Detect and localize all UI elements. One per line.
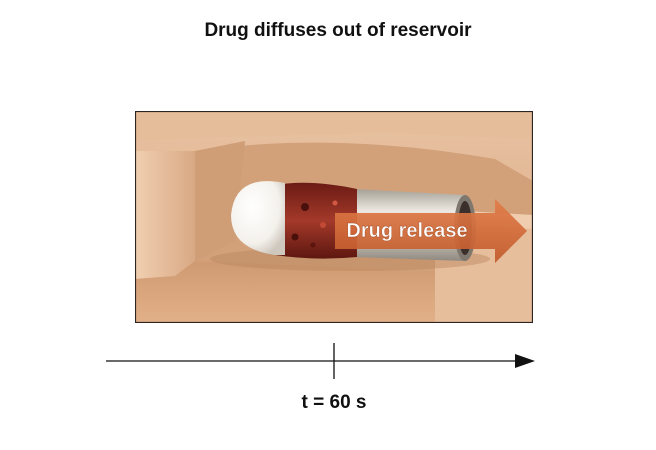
diagram-title: Drug diffuses out of reservoir — [204, 20, 472, 41]
timeline-axis — [106, 343, 535, 379]
drug-release-label: Drug release — [346, 220, 467, 242]
release-arrow-icon — [335, 199, 527, 263]
time-label: t = 60 s — [301, 392, 367, 413]
timeline-arrowhead-icon — [515, 354, 535, 368]
reservoir-scene-svg: Drug release — [135, 111, 533, 323]
timeline — [0, 330, 656, 390]
reservoir-illustration: Drug release — [135, 111, 533, 323]
